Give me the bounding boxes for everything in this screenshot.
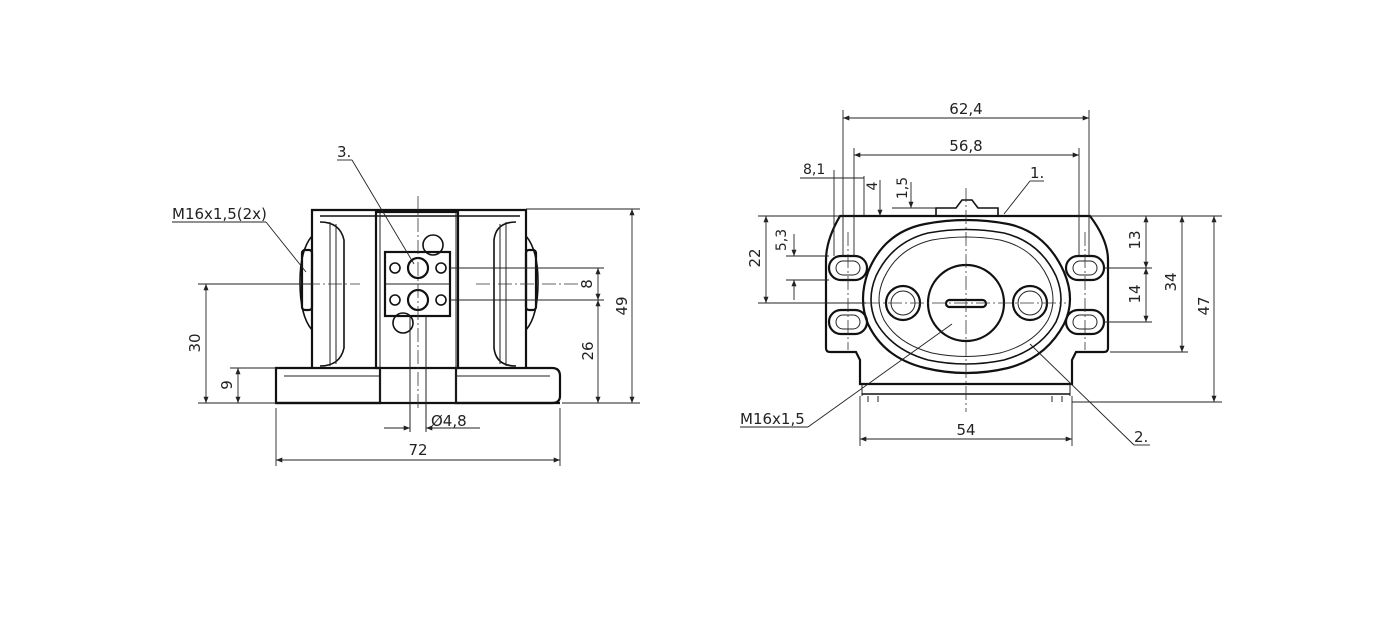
thread-label-front: M16x1,5(2x): [172, 205, 267, 223]
dim-8: 8: [578, 279, 596, 289]
dim-9: 9: [218, 380, 236, 390]
callout-2: 2.: [1134, 428, 1148, 446]
side-body: [824, 214, 1110, 386]
dim-54: 54: [956, 421, 975, 439]
dim-hole-diameter: Ø4,8: [431, 412, 467, 430]
dim-22: 22: [746, 248, 764, 267]
callout-1: 1.: [1030, 164, 1044, 182]
thread-label-side: M16x1,5: [740, 410, 805, 428]
dim-4: 4: [865, 181, 881, 190]
dim-56-8: 56,8: [949, 137, 982, 155]
seal-outer: [861, 218, 1072, 375]
dim-49: 49: [613, 296, 631, 315]
dim-13: 13: [1126, 230, 1144, 249]
front-view: 72 49 8 26 30 9 Ø4,8 M16x1,5(2x) 3.: [172, 143, 640, 466]
dim-8-1: 8,1: [803, 162, 825, 178]
dim-26: 26: [579, 341, 597, 360]
dim-47: 47: [1195, 296, 1213, 315]
dim-1-5: 1,5: [895, 177, 911, 199]
callout-3: 3.: [337, 143, 351, 161]
dim-14: 14: [1126, 284, 1144, 303]
dim-62-4: 62,4: [949, 100, 982, 118]
dim-72: 72: [408, 441, 427, 459]
side-view: 62,4 56,8 8,1 4 1,5 22 5,3 13 14: [740, 100, 1222, 446]
dim-34: 34: [1162, 272, 1180, 291]
dim-5-3: 5,3: [774, 229, 790, 251]
dim-30: 30: [186, 333, 204, 352]
